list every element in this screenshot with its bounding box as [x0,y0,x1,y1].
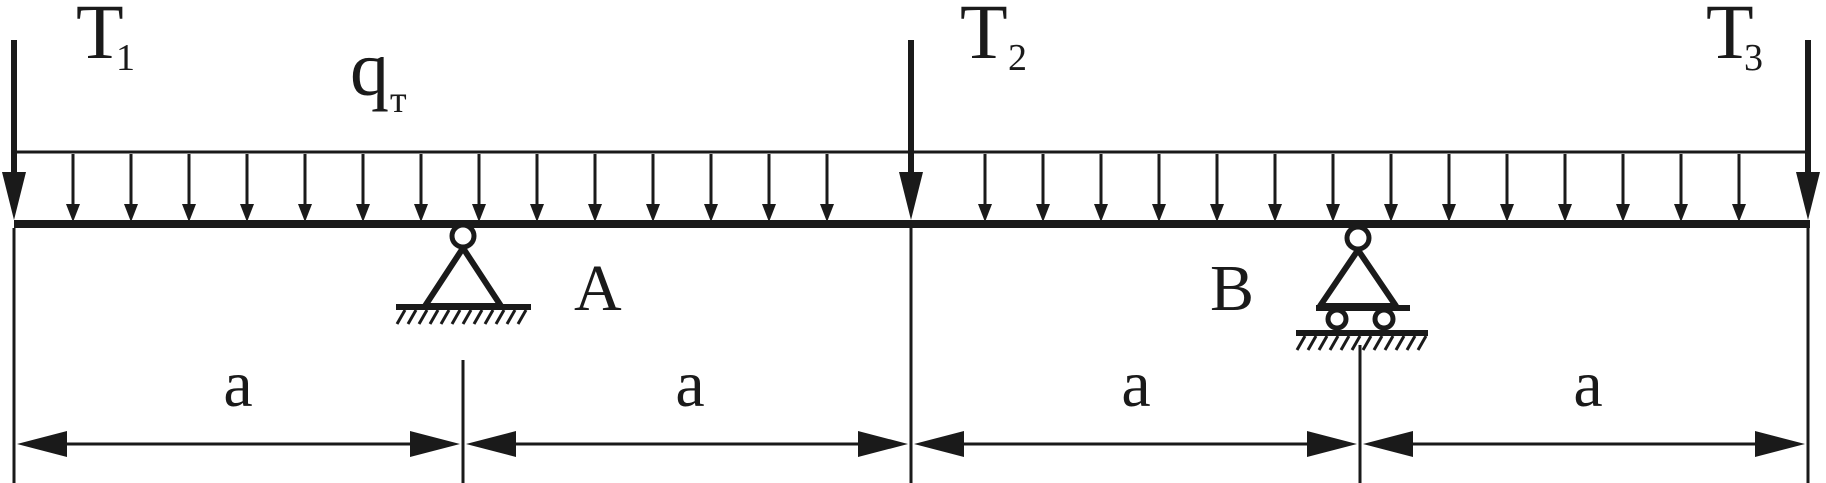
load-arrow-head [182,204,196,222]
hatch-line [428,309,440,325]
dimension-arrowhead [1307,431,1357,457]
load-arrow-head [1674,204,1688,222]
support-a-pinned [395,222,531,325]
hatch-line [1339,335,1351,351]
load-label: q [350,25,389,112]
hatch-line [1372,335,1384,351]
hatch-line [1405,335,1417,351]
force-arrow-2 [899,40,923,220]
dimension-arrowhead [858,431,908,457]
load-arrow-head [1732,204,1746,222]
load-arrow-head [1268,204,1282,222]
hatch-line [1394,335,1406,351]
load-arrow-head [1500,204,1514,222]
hatch-line [505,309,517,325]
hatch-line [1350,335,1362,351]
load-arrow-head [1384,204,1398,222]
load-arrow-head [588,204,602,222]
load-arrow-head [646,204,660,222]
load-arrow-head [1616,204,1630,222]
support-a-label: A [574,252,622,325]
load-arrow-head [978,204,992,222]
load-arrow-head [704,204,718,222]
support-b-label: B [1210,252,1254,325]
hatch-line [395,309,407,325]
dimension-arrowhead [1755,431,1805,457]
hatch-line [483,309,495,325]
dimension-arrowhead [466,431,516,457]
distributed-load-arrows [66,154,1746,222]
load-arrow-head [1152,204,1166,222]
load-arrow-head [66,204,80,222]
load-arrow-head [124,204,138,222]
force-subscript-1: 1 [116,37,135,79]
load-arrow-head [1210,204,1224,222]
force-arrow-1 [2,40,26,220]
hatch-line [1306,335,1318,351]
force-label-3: T [1706,0,1754,75]
hatch-line [1416,335,1428,351]
dimension-label: a [1573,348,1602,421]
hatch-line [1383,335,1395,351]
force-label-2: T [960,0,1008,75]
extension-lines [12,228,1810,483]
load-arrow-head [1036,204,1050,222]
hatch-line [439,309,451,325]
dimension-arrowhead [1363,431,1413,457]
support-b-roller [1295,224,1428,351]
support-b-hatching [1295,335,1428,351]
dimension-label: a [675,348,704,421]
load-arrow-head [530,204,544,222]
dimension-label: a [223,348,252,421]
hatch-line [516,309,528,325]
load-arrow-head [356,204,370,222]
load-arrow-head [1558,204,1572,222]
load-subscript: т [390,79,407,121]
load-arrow-head [240,204,254,222]
dimension-arrowhead [17,431,67,457]
hatch-line [1328,335,1340,351]
force-subscript-3: 3 [1744,37,1763,79]
dimension-arrowhead [410,431,460,457]
force-arrow-3 [1796,40,1820,220]
hatch-line [1361,335,1373,351]
dimension-lines [17,431,1805,457]
hatch-line [450,309,462,325]
hatch-line [406,309,418,325]
load-arrow-head [1326,204,1340,222]
hatch-line [417,309,429,325]
dimension-label: a [1121,348,1150,421]
load-arrow-head [472,204,486,222]
force-label-1: T [76,0,124,75]
hatch-line [472,309,484,325]
load-arrow-head [762,204,776,222]
load-arrow-head [298,204,312,222]
hatch-line [1295,335,1307,351]
load-arrow-head [1442,204,1456,222]
hatch-line [494,309,506,325]
force-subscript-2: 2 [1008,37,1027,79]
hatch-line [461,309,473,325]
dimension-arrowhead [914,431,964,457]
hatch-line [1317,335,1329,351]
load-arrow-head [1094,204,1108,222]
load-arrow-head [414,204,428,222]
load-arrow-head [820,204,834,222]
support-a-hatching [395,309,528,325]
